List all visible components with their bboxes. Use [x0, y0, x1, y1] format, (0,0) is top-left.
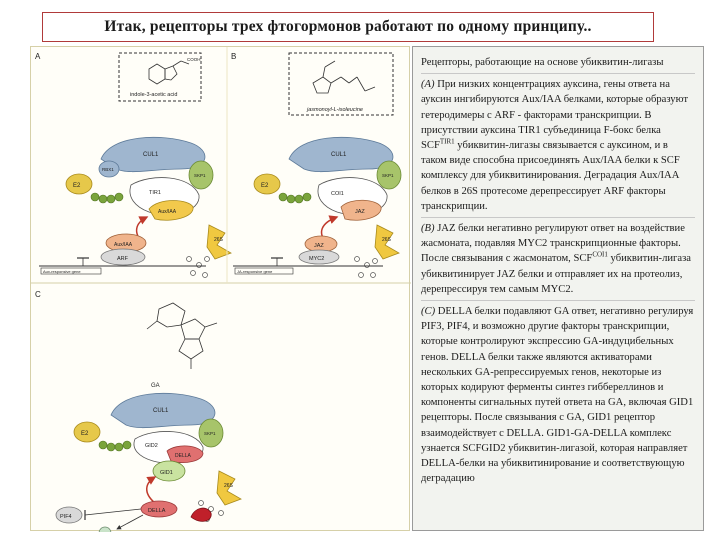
- jaz-bound-label: JAZ: [355, 209, 365, 215]
- coi1-label: COI1: [331, 191, 344, 197]
- slide-title-box: Итак, рецепторы трех фтогормонов работаю…: [42, 12, 654, 42]
- paragraph-c-mark: (C): [421, 306, 436, 318]
- arf-factor: [100, 248, 146, 266]
- e2-label-b: E2: [261, 183, 269, 189]
- proteasome-26s-b: 26S: [374, 224, 400, 260]
- ubiquitin-chain-b: [278, 192, 312, 204]
- ubiquitin-chain-a: [90, 192, 124, 204]
- paragraph-c-text: DELLA белки подавляют GA ответ, негативн…: [421, 306, 694, 485]
- jaz-bound: [340, 199, 382, 221]
- paragraph-b-text2: убиквитин-лигаза убиквитинирует JAZ белк…: [421, 253, 691, 295]
- paragraph-a-text: При низких концентрациях ауксина, гены о…: [421, 79, 688, 152]
- arf-label: ARF: [117, 256, 129, 262]
- myc2-factor: [298, 249, 340, 265]
- ga-molecule-name: GA: [151, 383, 160, 389]
- e2-enzyme-c: [73, 421, 101, 443]
- proteasome-26s-c: 26S: [216, 470, 242, 506]
- paragraph-a-mark: (A): [421, 79, 435, 91]
- della-free-label: DELLA: [148, 508, 166, 514]
- svg-text:26S: 26S: [224, 483, 234, 489]
- intro-paragraph: Рецепторы, работающие на основе убиквити…: [421, 55, 695, 70]
- paragraph-b: (B) JAZ белки негативно регулируют ответ…: [421, 217, 695, 297]
- ga-structure: [146, 302, 218, 369]
- panel-b: B jasmonoyl-L-isoleucine CUL1 E2 SKP1: [231, 52, 402, 278]
- svg-text:26S: 26S: [214, 237, 224, 243]
- paragraph-b-mark: (B): [421, 223, 435, 235]
- skp1-label-a: SKP1: [194, 173, 206, 178]
- unknown-factor: [98, 526, 112, 532]
- ja-molecule-name: jasmonoyl-L-isoleucine: [306, 107, 363, 113]
- ja-molecule-box: [288, 52, 394, 116]
- inhibition-line-pif4: [84, 508, 142, 516]
- aux-iaa-bound-label: Aux/IAA: [158, 209, 177, 215]
- gid2-label: GID2: [145, 443, 158, 449]
- cul1-label-c: CUL1: [153, 408, 169, 414]
- tir1-label: TIR1: [149, 190, 161, 196]
- activation-arrow-c: [116, 514, 144, 530]
- rbx1-a: [98, 160, 120, 178]
- skp1-a: [188, 160, 214, 190]
- cul1-label-b: CUL1: [331, 152, 347, 158]
- pif4-factor: [55, 506, 83, 524]
- svg-text:26S: 26S: [382, 237, 392, 243]
- proteasome-26s-a: 26S: [206, 224, 232, 260]
- aux-iaa-repressor-label: Aux/IAA: [114, 242, 133, 248]
- gid1-receptor: [152, 460, 186, 482]
- skp1-b: [376, 160, 402, 190]
- cul1-scaffold-a: [100, 136, 206, 173]
- panel-a: A COOH indole-3-acetic acid CUL1 RBX1 E2: [35, 52, 232, 278]
- skp1-label-c: SKP1: [204, 431, 216, 436]
- red-target-protein: [190, 507, 212, 522]
- paragraph-b-text: JAZ белки негативно регулируют ответ на …: [421, 223, 685, 265]
- paragraph-c: (C) DELLA белки подавляют GA ответ, нега…: [421, 300, 695, 486]
- auxin-structure: [148, 60, 190, 85]
- paragraph-a-text2: убиквитин-лигазы связывается с ауксином,…: [421, 140, 680, 212]
- della-bound-label: DELLA: [175, 453, 192, 459]
- rbx1-label-a: RBX1: [102, 167, 114, 172]
- paragraph-b-sup: COI1: [592, 250, 608, 259]
- peptide-fragments-b: [354, 256, 378, 278]
- e2-enzyme-b: [253, 173, 281, 195]
- peptide-fragments-a: [186, 256, 210, 278]
- gene-label-b: JA-responsive gene: [237, 269, 273, 274]
- gene-label-a: Aux-responsive gene: [43, 269, 81, 274]
- description-panel: Рецепторы, работающие на основе убиквити…: [412, 46, 704, 531]
- cul1-label-a: CUL1: [143, 152, 159, 158]
- skp1-label-b: SKP1: [382, 173, 394, 178]
- cul1-scaffold-c: [110, 392, 216, 429]
- cul1-scaffold-b: [288, 136, 394, 173]
- auxin-molecule-name: indole-3-acetic acid: [130, 92, 177, 98]
- gene-box-b: [234, 267, 294, 275]
- paragraph-a: (A) При низких концентрациях ауксина, ге…: [421, 73, 695, 214]
- e2-label-a: E2: [73, 183, 81, 189]
- panel-a-letter: A: [35, 52, 41, 61]
- paragraph-a-sup: TIR1: [439, 137, 455, 146]
- gene-box-a: [40, 267, 102, 275]
- gid1-label: GID1: [160, 470, 173, 476]
- slide-title: Итак, рецепторы трех фтогормонов работаю…: [104, 18, 592, 35]
- ubiquitin-chain-c: [98, 440, 132, 452]
- pif4-label: PIF4: [60, 514, 72, 520]
- auxin-molecule-box: [118, 52, 202, 102]
- panel-c: C GA CUL1 E2 SKP1 GID2 DELLA: [35, 290, 242, 532]
- figure-diagram: A COOH indole-3-acetic acid CUL1 RBX1 E2: [31, 47, 411, 532]
- e2-label-c: E2: [81, 431, 89, 437]
- ja-structure: [312, 60, 376, 94]
- jaz-repressor-label: JAZ: [314, 243, 324, 249]
- myc2-label: MYC2: [309, 256, 324, 262]
- intro-text: Рецепторы, работающие на основе убиквити…: [421, 57, 664, 68]
- e2-enzyme-a: [65, 173, 93, 195]
- hormone-receptor-figure: A COOH indole-3-acetic acid CUL1 RBX1 E2: [30, 46, 411, 532]
- panel-c-letter: C: [35, 290, 41, 299]
- degradation-arrow-c: [146, 476, 157, 504]
- aux-iaa-bound: [148, 200, 194, 221]
- panel-b-letter: B: [231, 52, 236, 61]
- skp1-c: [198, 418, 224, 448]
- auxin-cooh-label: COOH: [187, 57, 201, 62]
- della-bound: [166, 445, 204, 463]
